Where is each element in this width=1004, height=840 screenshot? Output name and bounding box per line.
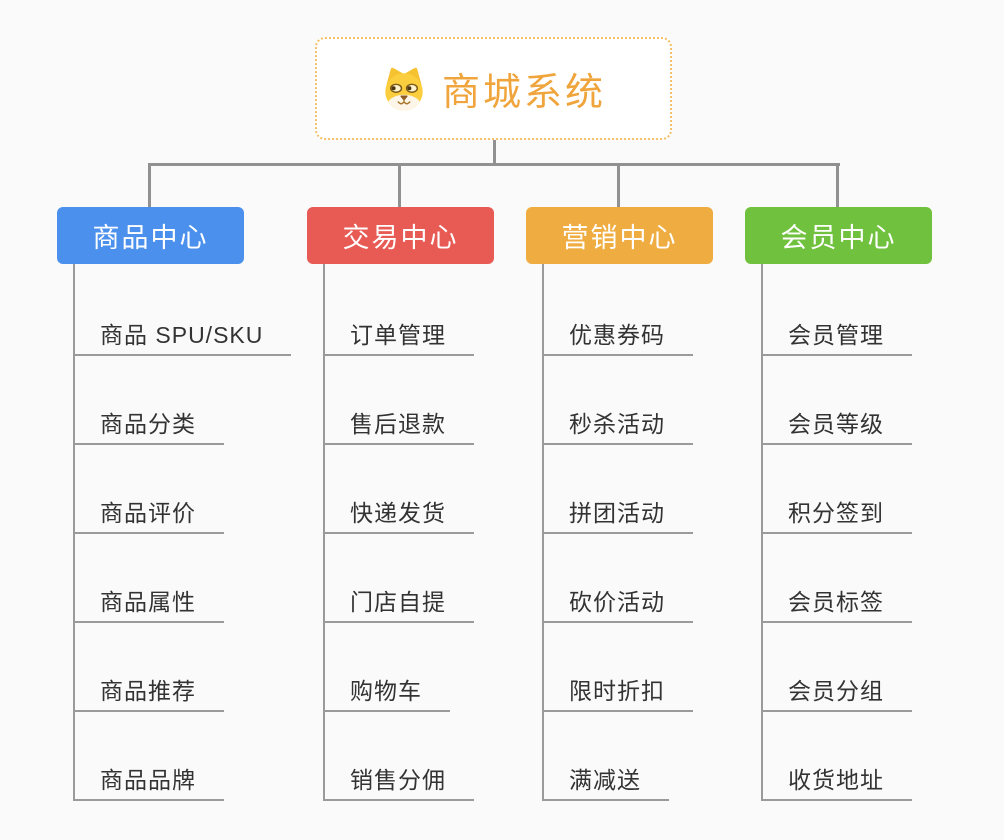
leaf-node[interactable]: 商品分类 (73, 407, 224, 445)
branch-node-member-center[interactable]: 会员中心 (745, 207, 932, 264)
branch-stub-connector (617, 163, 620, 207)
leaf-node[interactable]: 快递发货 (323, 496, 474, 534)
leaf-node[interactable]: 优惠券码 (542, 318, 693, 356)
root-node-mall-system[interactable]: 商城系统 (315, 37, 672, 140)
leaf-node[interactable]: 拼团活动 (542, 496, 693, 534)
leaf-node[interactable]: 会员等级 (761, 407, 912, 445)
leaf-node[interactable]: 会员分组 (761, 674, 912, 712)
leaf-node[interactable]: 会员管理 (761, 318, 912, 356)
leaf-node[interactable]: 商品评价 (73, 496, 224, 534)
leaf-node[interactable]: 商品推荐 (73, 674, 224, 712)
branch-horizontal-connector (148, 163, 840, 166)
leaf-node[interactable]: 售后退款 (323, 407, 474, 445)
leaf-node[interactable]: 积分签到 (761, 496, 912, 534)
leaf-node[interactable]: 商品品牌 (73, 763, 224, 801)
leaf-node[interactable]: 会员标签 (761, 585, 912, 623)
branch-stub-connector (398, 163, 401, 207)
leaf-node[interactable]: 商品 SPU/SKU (73, 318, 292, 356)
leaf-node[interactable]: 满减送 (542, 763, 669, 801)
dog-face-icon (385, 67, 423, 111)
leaf-node[interactable]: 门店自提 (323, 585, 474, 623)
leaf-node[interactable]: 商品属性 (73, 585, 224, 623)
leaf-node[interactable]: 限时折扣 (542, 674, 693, 712)
root-stem-connector (493, 139, 496, 166)
branch-node-marketing-center[interactable]: 营销中心 (526, 207, 713, 264)
branch-node-trade-center[interactable]: 交易中心 (307, 207, 494, 264)
leaf-node[interactable]: 收货地址 (761, 763, 912, 801)
branch-node-product-center[interactable]: 商品中心 (57, 207, 244, 264)
leaf-node[interactable]: 销售分佣 (323, 763, 474, 801)
branch-stub-connector (148, 163, 151, 207)
branch-stub-connector (836, 163, 839, 207)
leaf-node[interactable]: 秒杀活动 (542, 407, 693, 445)
root-node-title: 商城系统 (441, 72, 606, 114)
leaf-node[interactable]: 购物车 (323, 674, 450, 712)
leaf-node[interactable]: 订单管理 (323, 318, 474, 356)
leaf-node[interactable]: 砍价活动 (542, 585, 693, 623)
